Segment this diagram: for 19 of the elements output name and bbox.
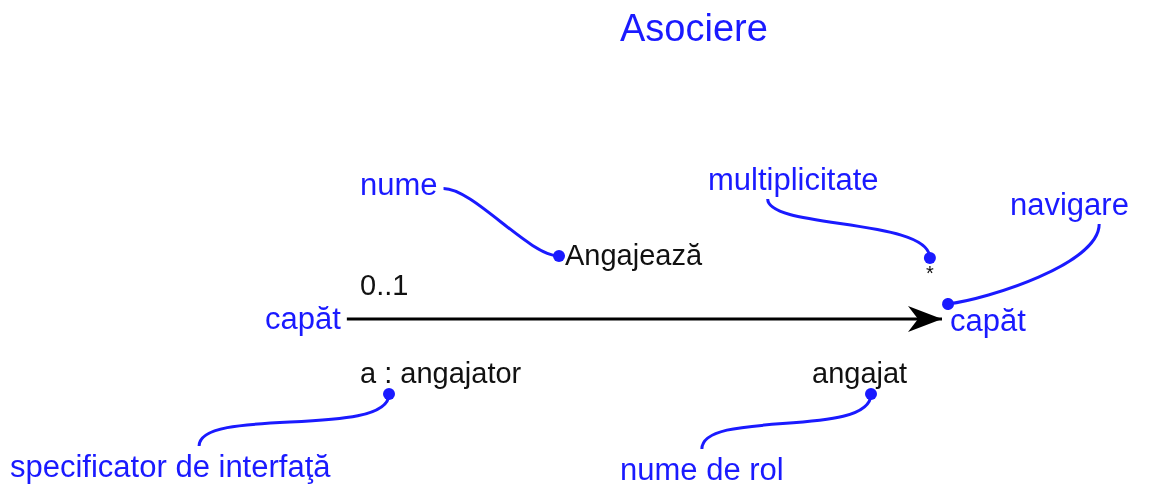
annotation-label: capăt <box>265 302 341 337</box>
leader-line <box>942 223 1101 310</box>
annotation-label: specificator de interfaţă <box>10 450 331 485</box>
role-name: angajat <box>812 358 908 390</box>
annotation-label: multiplicitate <box>708 163 879 198</box>
multiplicity-label: * <box>926 262 934 284</box>
annotation-label: nume de rol <box>620 453 784 488</box>
multiplicity-label: 0..1 <box>360 270 409 302</box>
annotation-label: navigare <box>1010 188 1129 223</box>
leader-line <box>766 198 936 264</box>
annotation-label: capăt <box>950 304 1026 339</box>
leader-line <box>197 387 395 447</box>
leader-line <box>700 387 877 450</box>
diagram-title: Asociere <box>620 8 768 50</box>
association-arrow <box>346 306 942 333</box>
leader-line <box>443 187 565 262</box>
association-name: Angajează <box>565 240 703 272</box>
role-name: a : angajator <box>360 358 522 390</box>
annotation-label: nume <box>360 168 438 203</box>
